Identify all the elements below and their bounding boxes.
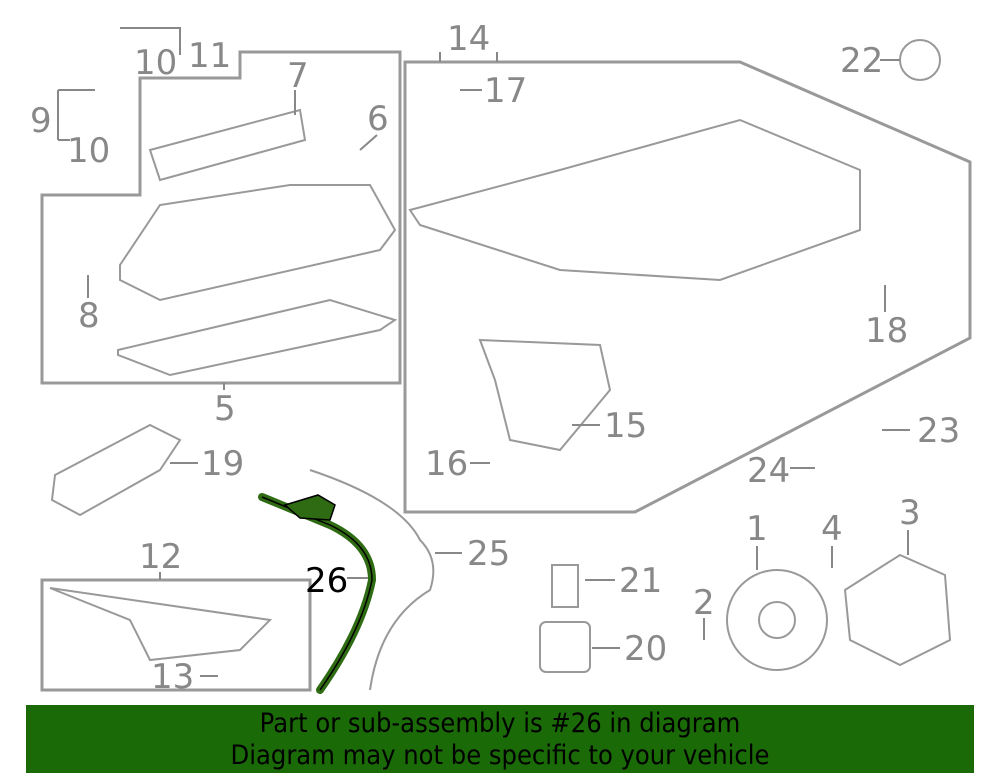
- part-outlines: [49, 39, 952, 691]
- callouts: 11 10 9 10 7 6 8 5 14 17 22 18 15 16 23 …: [30, 19, 960, 697]
- callout-23[interactable]: 23: [917, 411, 960, 451]
- callout-4[interactable]: 4: [821, 509, 843, 549]
- callout-21[interactable]: 21: [619, 561, 662, 601]
- callout-12[interactable]: 12: [139, 537, 182, 577]
- callout-25[interactable]: 25: [467, 534, 510, 574]
- callout-2[interactable]: 2: [693, 583, 715, 623]
- callout-6[interactable]: 6: [367, 99, 389, 139]
- callout-1[interactable]: 1: [746, 509, 768, 549]
- group-box-12: [40, 578, 312, 692]
- callout-17[interactable]: 17: [484, 71, 527, 111]
- callout-26[interactable]: 26: [305, 561, 348, 601]
- callout-9[interactable]: 9: [30, 101, 52, 141]
- callout-15[interactable]: 15: [604, 406, 647, 446]
- callout-10b[interactable]: 10: [67, 131, 110, 171]
- banner-line-1: Part or sub-assembly is #26 in diagram: [259, 708, 741, 739]
- callout-7[interactable]: 7: [287, 56, 309, 96]
- callout-13[interactable]: 13: [151, 657, 194, 697]
- part-26-outline: [261, 496, 373, 691]
- callout-5[interactable]: 5: [214, 389, 236, 429]
- callout-22[interactable]: 22: [840, 41, 883, 81]
- callout-14[interactable]: 14: [447, 19, 490, 59]
- banner-line-2: Diagram may not be specific to your vehi…: [230, 740, 770, 771]
- callout-18[interactable]: 18: [865, 311, 908, 351]
- callout-3[interactable]: 3: [899, 493, 921, 533]
- callout-20[interactable]: 20: [624, 629, 667, 669]
- part-26-bracket[interactable]: [283, 494, 336, 521]
- callout-8[interactable]: 8: [78, 296, 100, 336]
- part-info-banner: Part or sub-assembly is #26 in diagram D…: [26, 705, 974, 773]
- callout-11[interactable]: 11: [188, 36, 231, 76]
- callout-19[interactable]: 19: [201, 444, 244, 484]
- group-box-5: [40, 50, 402, 385]
- group-box-14: [403, 60, 972, 514]
- leader-lines: [57, 27, 910, 677]
- callout-24[interactable]: 24: [747, 451, 790, 491]
- callout-10a[interactable]: 10: [134, 43, 177, 83]
- callout-16[interactable]: 16: [425, 444, 468, 484]
